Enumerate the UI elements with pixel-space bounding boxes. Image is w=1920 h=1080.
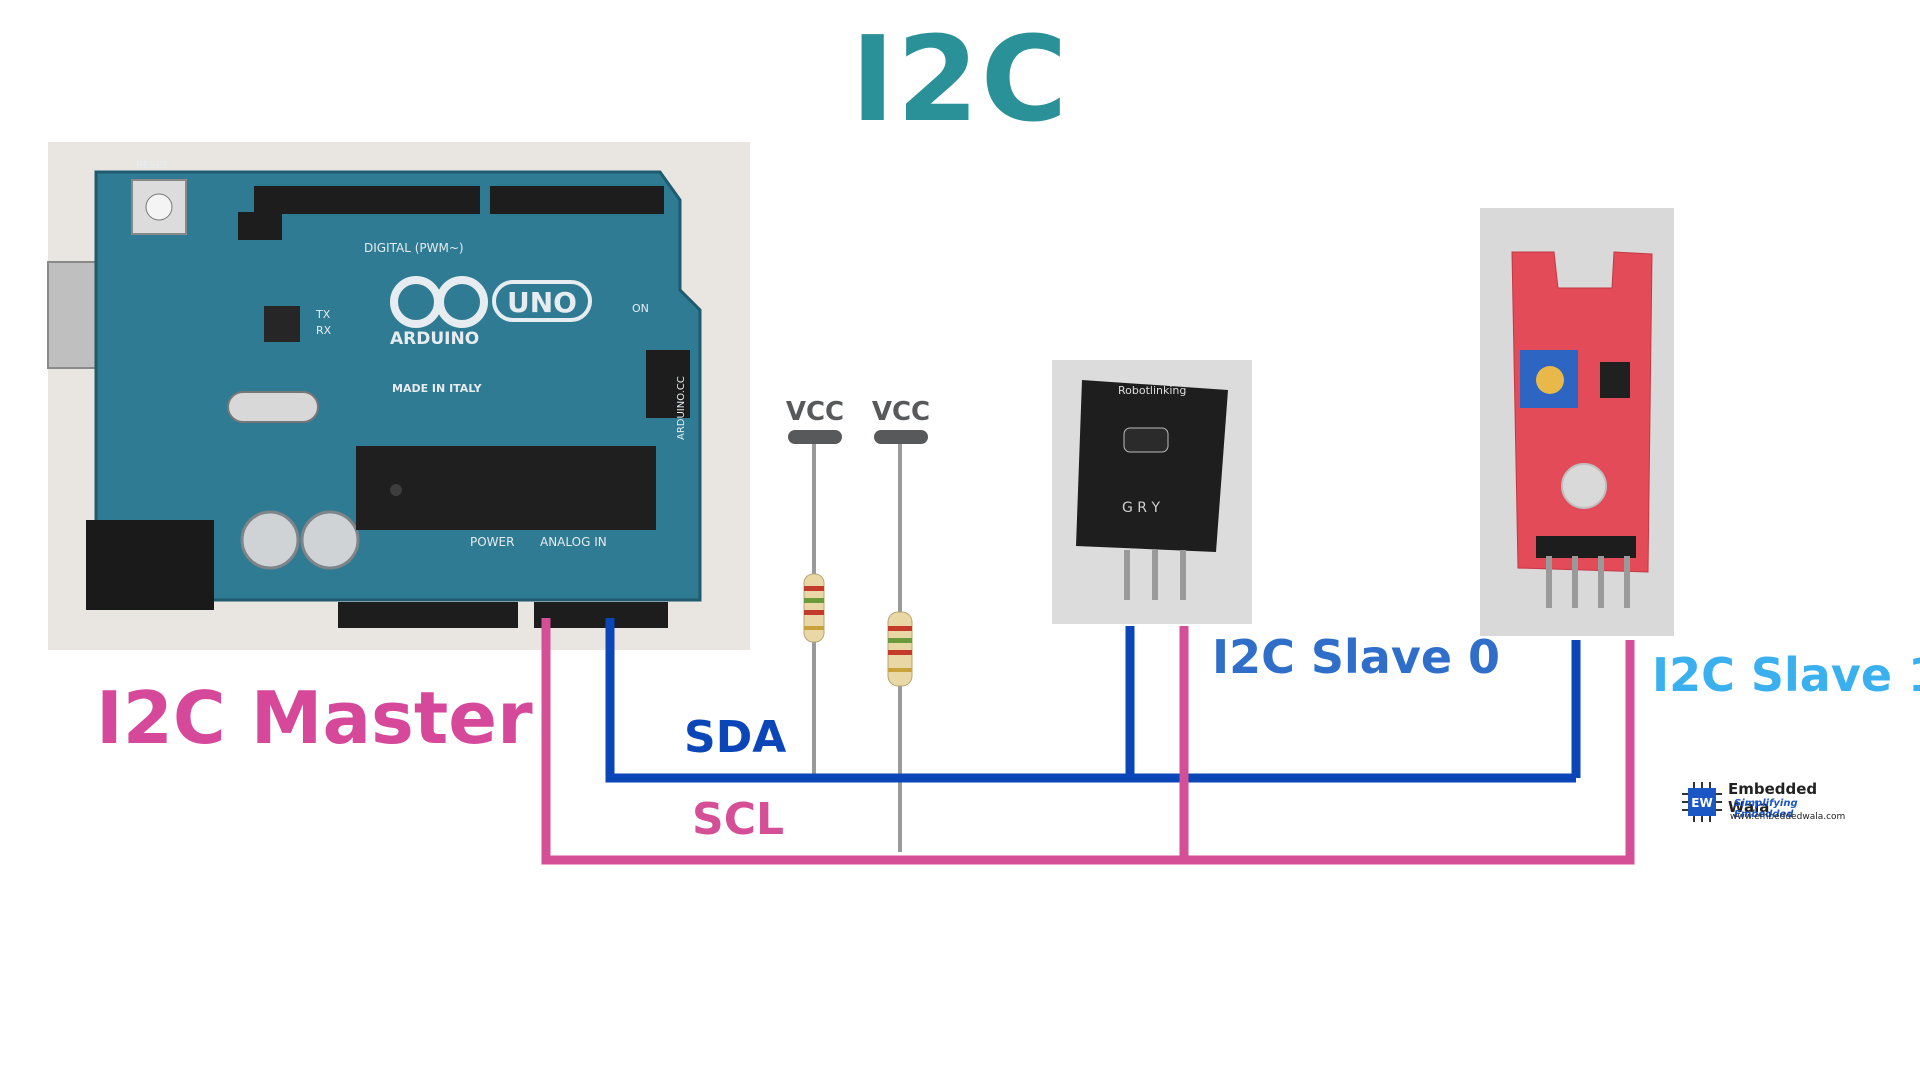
board-rx: RX bbox=[316, 324, 332, 337]
slave1-label: I2C Slave 1 bbox=[1652, 648, 1920, 702]
vcc-bar-left bbox=[788, 430, 842, 444]
pullup-resistor-scl bbox=[874, 430, 928, 852]
vcc-bar-right bbox=[874, 430, 928, 444]
resistor-band-sda-2 bbox=[804, 598, 824, 603]
slave1-pot-knob bbox=[1536, 366, 1564, 394]
master-label: I2C Master bbox=[96, 676, 533, 760]
logo-badge: EW bbox=[1691, 796, 1712, 810]
board-model: UNO bbox=[507, 286, 577, 319]
slave1-pcb bbox=[1512, 252, 1652, 572]
reset-button-cap bbox=[146, 194, 172, 220]
resistor-body-sda bbox=[804, 574, 824, 642]
board-digital: DIGITAL (PWM~) bbox=[364, 241, 464, 255]
digital-header-right bbox=[490, 186, 664, 214]
resistor-band-scl-1 bbox=[888, 626, 912, 631]
slave0-module: Robotlinking G R Y bbox=[1052, 360, 1252, 624]
resistor-band-scl-4 bbox=[888, 668, 912, 672]
resistor-body-scl bbox=[888, 612, 912, 686]
slave1-pin-3 bbox=[1598, 556, 1604, 608]
slave1-pin-2 bbox=[1572, 556, 1578, 608]
arduino-uno-board: UNO ARDUINO DIGITAL (PWM~) MADE IN ITALY… bbox=[48, 142, 750, 650]
slave0-pin-2 bbox=[1152, 550, 1158, 600]
chip-notch bbox=[390, 484, 402, 496]
slave1-header bbox=[1536, 536, 1636, 558]
slave1-chip bbox=[1600, 362, 1630, 398]
slave0-pin-3 bbox=[1180, 550, 1186, 600]
slave0-pcb bbox=[1076, 380, 1228, 552]
resistor-band-scl-2 bbox=[888, 638, 912, 643]
board-power: POWER bbox=[470, 535, 514, 549]
board-website: ARDUINO.CC bbox=[676, 376, 687, 440]
slave0-pins-label: G R Y bbox=[1122, 500, 1160, 516]
slave1-pin-1 bbox=[1546, 556, 1552, 608]
crystal bbox=[228, 392, 318, 422]
board-reset: RESET bbox=[136, 160, 169, 171]
slave1-mount-hole bbox=[1562, 464, 1606, 508]
capacitor-right bbox=[302, 512, 358, 568]
board-tx: TX bbox=[315, 308, 331, 321]
chip-logo-icon: EW bbox=[1680, 780, 1724, 824]
resistor-band-sda-1 bbox=[804, 586, 824, 591]
slave0-pin-1 bbox=[1124, 550, 1130, 600]
pullup-resistor-sda bbox=[788, 430, 842, 774]
board-on: ON bbox=[632, 302, 649, 315]
slave0-label: I2C Slave 0 bbox=[1212, 630, 1500, 684]
board-brand: ARDUINO bbox=[390, 329, 479, 349]
icsp-header bbox=[238, 212, 282, 240]
slave0-sensor bbox=[1124, 428, 1168, 452]
vcc-label-left: VCC bbox=[786, 397, 844, 427]
slave1-module bbox=[1480, 208, 1674, 636]
board-made-in: MADE IN ITALY bbox=[392, 382, 483, 395]
resistor-band-sda-3 bbox=[804, 610, 824, 615]
sda-label: SDA bbox=[684, 712, 786, 763]
board-analog: ANALOG IN bbox=[540, 535, 607, 549]
scl-label: SCL bbox=[692, 794, 784, 845]
barrel-jack bbox=[86, 520, 214, 610]
usb-chip bbox=[264, 306, 300, 342]
embedded-wala-logo: EW Embedded Wala Simplifying Embedded ww… bbox=[1680, 778, 1860, 828]
logo-url: www.embeddedwala.com bbox=[1730, 812, 1845, 822]
slave1-pin-4 bbox=[1624, 556, 1630, 608]
vcc-label-right: VCC bbox=[872, 397, 930, 427]
analog-header bbox=[534, 602, 668, 628]
power-header bbox=[338, 602, 518, 628]
capacitor-left bbox=[242, 512, 298, 568]
resistor-band-scl-3 bbox=[888, 650, 912, 655]
resistor-band-sda-4 bbox=[804, 626, 824, 630]
slave0-brand: Robotlinking bbox=[1118, 384, 1186, 397]
digital-header-left bbox=[254, 186, 480, 214]
